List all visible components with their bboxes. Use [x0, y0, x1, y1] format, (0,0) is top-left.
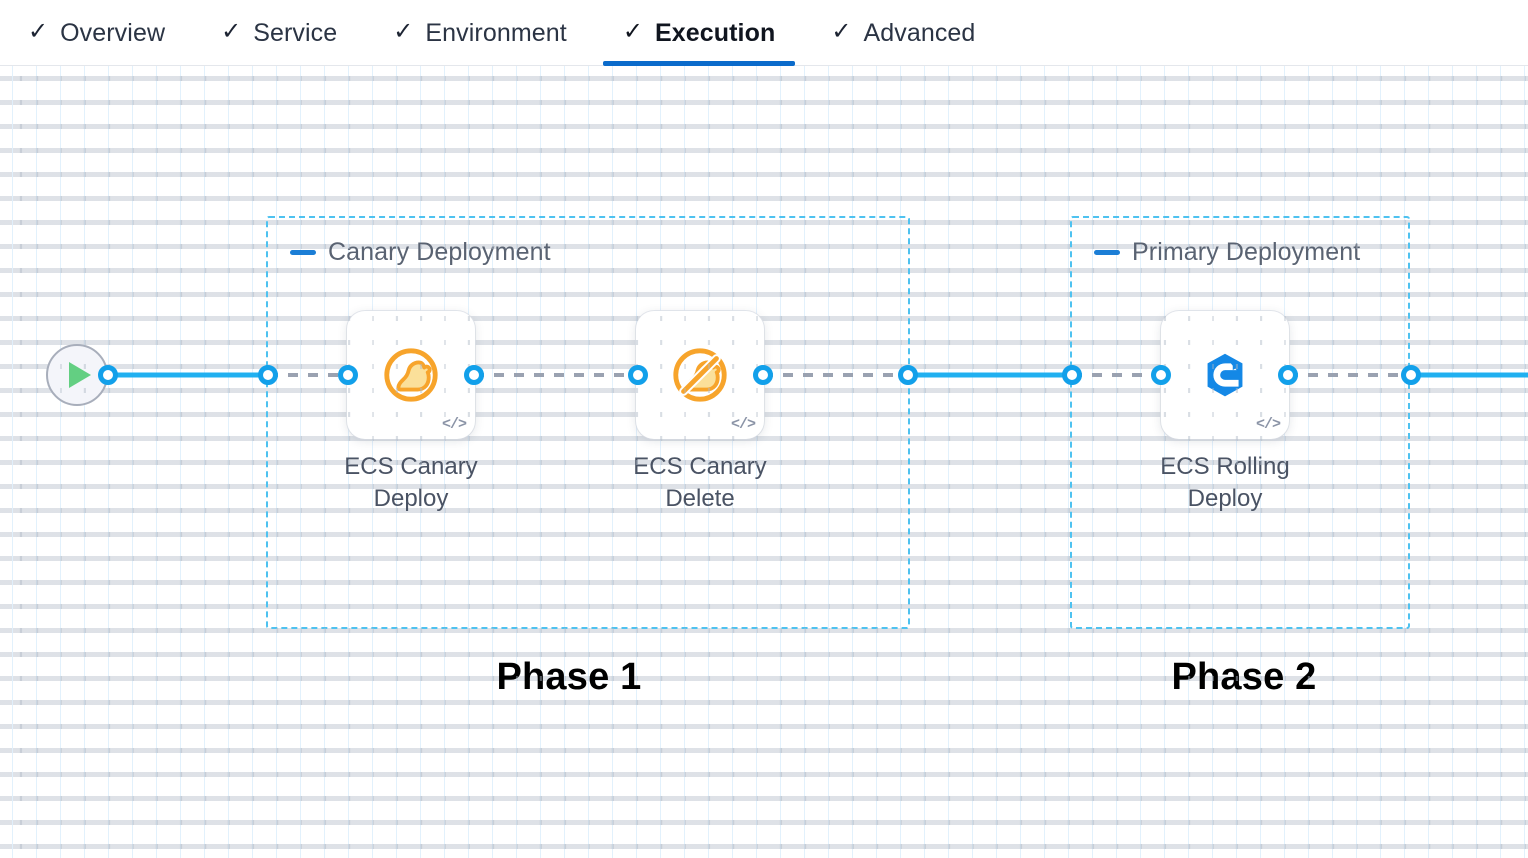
- pipeline-tab-bar: ✓ Overview ✓ Service ✓ Environment ✓ Exe…: [0, 0, 1528, 66]
- port-rolling-deploy-input[interactable]: [1151, 365, 1171, 385]
- play-icon: [69, 362, 91, 388]
- tab-label: Execution: [654, 18, 776, 47]
- tab-label: Advanced: [863, 18, 976, 47]
- port-primary-group-input[interactable]: [1062, 365, 1082, 385]
- port-canary-delete-input[interactable]: [628, 365, 648, 385]
- check-icon: ✓: [393, 18, 414, 45]
- port-rolling-deploy-output[interactable]: [1278, 365, 1298, 385]
- group-canary-deployment[interactable]: Canary Deployment: [266, 216, 910, 629]
- port-start-output[interactable]: [98, 365, 118, 385]
- group-header: Canary Deployment: [290, 238, 551, 267]
- phase-label-2: Phase 2: [1171, 656, 1317, 698]
- port-canary-deploy-input[interactable]: [338, 365, 358, 385]
- tab-label: Overview: [60, 18, 166, 47]
- canary-bird-icon: [384, 348, 438, 402]
- node-label: ECS Canary Delete: [633, 453, 767, 512]
- minus-icon[interactable]: [1094, 250, 1120, 255]
- tab-label: Service: [253, 18, 338, 47]
- group-header: Primary Deployment: [1094, 238, 1360, 267]
- node-label: ECS Canary Deploy: [344, 453, 478, 512]
- pipeline-canvas[interactable]: Canary Deployment Primary Deployment: [0, 66, 1528, 858]
- minus-icon[interactable]: [290, 250, 316, 255]
- port-canary-deploy-output[interactable]: [464, 365, 484, 385]
- group-title: Canary Deployment: [328, 238, 551, 266]
- port-canary-group-input[interactable]: [258, 365, 278, 385]
- node-ecs-rolling-deploy[interactable]: </> ECS Rolling Deploy: [1160, 311, 1290, 512]
- tab-label: Environment: [425, 18, 567, 47]
- canary-bird-slash-icon: [673, 348, 727, 402]
- check-icon: ✓: [221, 18, 242, 45]
- rolling-deploy-icon: [1207, 353, 1243, 397]
- tab-environment[interactable]: ✓ Environment: [365, 0, 595, 66]
- pipeline-start-node[interactable]: [46, 344, 108, 406]
- check-icon: ✓: [622, 18, 643, 45]
- code-icon[interactable]: </>: [441, 416, 467, 433]
- port-primary-group-output[interactable]: [1401, 365, 1421, 385]
- check-icon: ✓: [28, 18, 49, 45]
- node-label: ECS Rolling Deploy: [1160, 453, 1290, 512]
- port-canary-group-output[interactable]: [898, 365, 918, 385]
- code-icon[interactable]: </>: [730, 416, 756, 433]
- group-primary-deployment[interactable]: Primary Deployment: [1070, 216, 1410, 629]
- tab-overview[interactable]: ✓ Overview: [0, 0, 193, 66]
- tab-advanced[interactable]: ✓ Advanced: [803, 0, 1003, 66]
- node-ecs-canary-deploy[interactable]: </> ECS Canary Deploy: [344, 311, 478, 512]
- port-canary-delete-output[interactable]: [753, 365, 773, 385]
- phase-label-1: Phase 1: [496, 656, 642, 698]
- group-title: Primary Deployment: [1132, 238, 1361, 266]
- tab-service[interactable]: ✓ Service: [193, 0, 365, 66]
- tab-active-underline: [602, 61, 796, 66]
- code-icon[interactable]: </>: [1255, 416, 1281, 433]
- tab-execution[interactable]: ✓ Execution: [595, 0, 803, 66]
- node-ecs-canary-delete[interactable]: </> ECS Canary Delete: [633, 311, 767, 512]
- check-icon: ✓: [831, 18, 852, 45]
